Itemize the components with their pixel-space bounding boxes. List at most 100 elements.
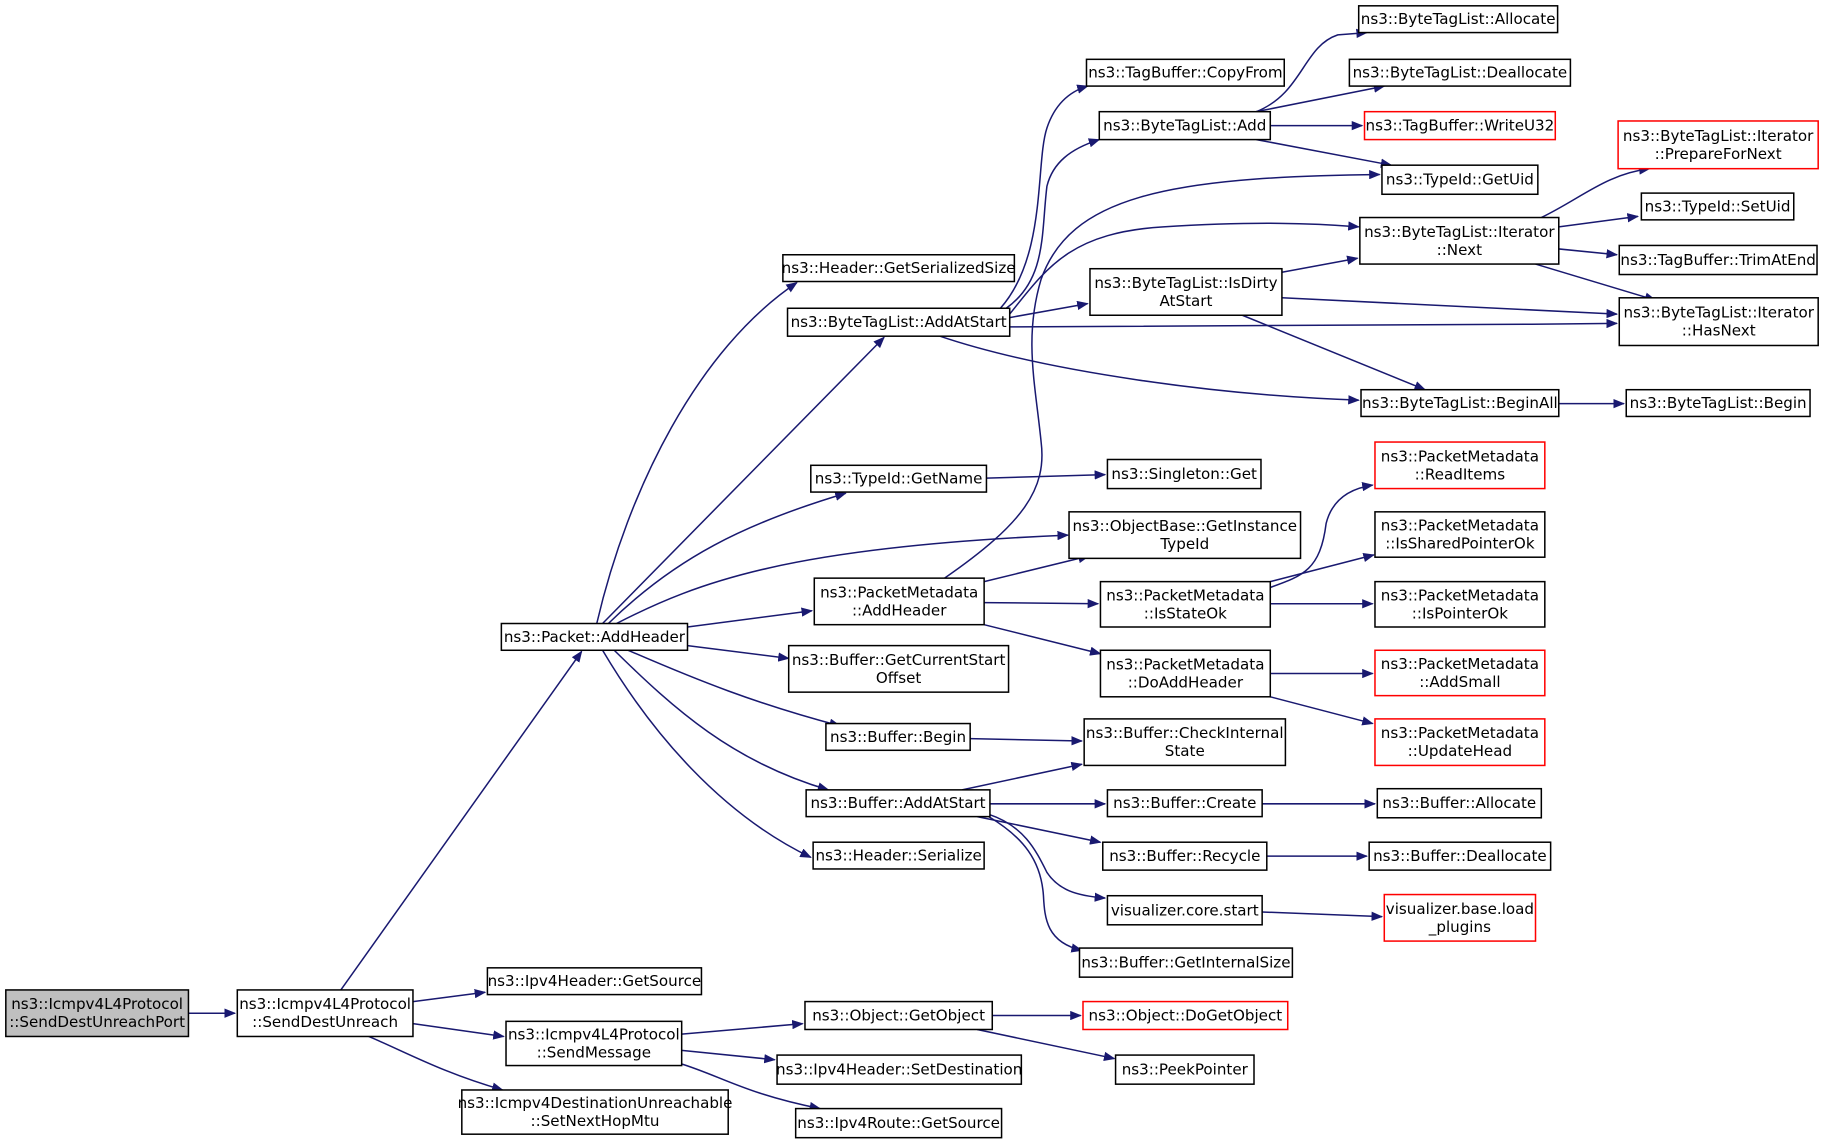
edge-n7-to-n22 [1009,318,1619,329]
function-node[interactable]: ns3::ByteTagList::Allocate [1357,5,1559,34]
function-node[interactable]: ns3::PacketMetadata::IsStateOk [1099,580,1272,628]
edge-n1-to-n3 [412,988,487,1003]
node-label: visualizer.core.start [1111,901,1259,919]
function-node[interactable]: ns3::Ipv4Route::GetSource [794,1107,1003,1139]
function-node[interactable]: ns3::PeekPointer [1114,1054,1255,1085]
edge-n9-to-n30 [984,598,1100,609]
function-node[interactable]: ns3::TypeId::GetName [810,464,988,493]
node-label: ::HasNext [1682,322,1756,340]
node-label: ns3::Buffer::AddAtStart [810,794,985,812]
function-node[interactable]: ns3::PacketMetadata::AddSmall [1374,649,1546,697]
function-node[interactable]: ns3::Buffer::Recycle [1102,841,1268,871]
function-node[interactable]: ns3::Object::GetObject [804,1000,994,1031]
function-node[interactable]: ns3::Buffer::Allocate [1376,787,1543,819]
function-node[interactable]: ns3::Header::Serialize [812,841,985,870]
node-label: ns3::ObjectBase::GetInstance [1072,517,1297,535]
edge-n8-to-n28 [986,470,1107,480]
edge-n15-to-n20 [1256,138,1393,168]
node-label: AtStart [1159,292,1212,310]
edge-n30-to-n33 [1270,552,1375,583]
function-node[interactable]: ns3::Header::GetSerializedSize [782,253,1016,283]
node-label: _plugins [1428,918,1491,937]
function-node[interactable]: ns3::Packet::AddHeader [500,622,689,652]
node-label: ns3::TypeId::GetName [815,470,983,488]
edge-n31-to-n36 [1270,696,1374,726]
node-box [1068,511,1302,560]
function-node[interactable]: ns3::TagBuffer::CopyFrom [1085,58,1286,87]
function-node[interactable]: ns3::TypeId::GetUid [1381,164,1539,196]
function-node[interactable]: ns3::Icmpv4L4Protocol::SendMessage [505,1020,683,1067]
node-box [794,1107,1003,1139]
function-node[interactable]: visualizer.base.load_plugins [1383,893,1537,942]
node-label: ns3::ByteTagList::Deallocate [1353,64,1568,82]
function-node[interactable]: ns3::ByteTagList::BeginAll [1360,388,1560,418]
edge-n12-to-n41 [988,815,1083,953]
node-label: ns3::Icmpv4L4Protocol [11,995,183,1013]
function-node[interactable]: ns3::Object::DoGetObject [1082,1000,1289,1031]
node-label: ns3::Icmpv4L4Protocol [239,995,411,1013]
function-node[interactable]: ns3::PacketMetadata::IsPointerOk [1374,580,1546,628]
function-node[interactable]: ns3::TypeId::SetUid [1640,192,1795,221]
node-label: visualizer.base.load [1386,900,1534,918]
function-node[interactable]: ns3::ByteTagList::Iterator::Next [1359,216,1560,265]
function-node[interactable]: ns3::PacketMetadata::UpdateHead [1374,718,1546,767]
edge-n15-to-n18 [1256,83,1386,113]
node-label: ns3::Buffer::Deallocate [1373,847,1547,865]
node-box [1360,388,1560,418]
node-label: ns3::TypeId::GetUid [1386,171,1534,189]
function-node[interactable]: ns3::ByteTagList::Iterator::HasNext [1618,297,1819,347]
function-node[interactable]: ns3::Buffer::Begin [825,722,971,752]
function-node[interactable]: ns3::PacketMetadata::AddHeader [813,577,985,626]
function-node[interactable]: ns3::Ipv4Header::GetSource [486,967,703,996]
function-node[interactable]: ns3::TagBuffer::WriteU32 [1363,110,1557,141]
node-label: ns3::Header::Serialize [815,847,981,865]
edge-n2-to-n13 [601,649,812,859]
edge-n7-to-n16 [1009,300,1089,319]
function-node[interactable]: ns3::PacketMetadata::IsSharedPointerOk [1374,511,1546,558]
node-label: ns3::Buffer::Recycle [1109,847,1260,865]
edge-n21-to-n25 [1558,213,1640,228]
nodes-layer: ns3::Icmpv4L4Protocol::SendDestUnreachPo… [5,5,1819,1139]
function-node[interactable]: ns3::ByteTagList::Add [1098,110,1272,141]
function-node[interactable]: ns3::Buffer::GetInternalSize [1078,947,1294,978]
function-node[interactable]: ns3::Buffer::AddAtStart [805,789,991,818]
node-box [1348,58,1572,87]
function-node[interactable]: ns3::TagBuffer::TrimAtEnd [1618,244,1818,276]
node-label: ns3::TagBuffer::CopyFrom [1088,64,1282,82]
node-label: ns3::Ipv4Header::GetSource [488,972,702,990]
node-label: ::IsStateOk [1144,604,1227,622]
edge-n9-to-n31 [983,623,1102,656]
node-box [1374,580,1546,628]
function-node[interactable]: visualizer.core.start [1106,894,1263,926]
node-label: ::UpdateHead [1408,742,1512,760]
function-node[interactable]: ns3::Icmpv4L4Protocol::SendDestUnreach [236,989,414,1038]
node-box [1357,5,1559,34]
edge-n21-to-n22 [1535,263,1657,302]
node-label: ns3::ByteTagList::BeginAll [1362,394,1558,412]
edge-n9-to-n29 [983,554,1090,583]
function-node[interactable]: ns3::ByteTagList::Deallocate [1348,58,1572,87]
edge-n45-to-n49 [976,1028,1116,1061]
node-label: ::SendDestUnreach [252,1013,398,1031]
function-node[interactable]: ns3::ByteTagList::Iterator::PrepareForNe… [1617,120,1819,170]
function-node[interactable]: ns3::Buffer::Deallocate [1368,841,1552,871]
node-box [1374,649,1546,697]
function-node[interactable]: ns3::Singleton::Get [1106,458,1262,490]
function-node[interactable]: ns3::PacketMetadata::ReadItems [1374,441,1546,490]
function-node[interactable]: ns3::Ipv4Header::SetDestination [776,1054,1022,1085]
function-node[interactable]: ns3::Icmpv4DestinationUnreachable::SetNe… [458,1089,733,1135]
function-node[interactable]: ns3::Buffer::Create [1106,789,1263,818]
function-node[interactable]: ns3::ByteTagList::AddAtStart [786,307,1011,337]
function-node[interactable]: ns3::ByteTagList::Begin [1625,388,1811,418]
node-box [810,464,988,493]
node-box [505,1020,683,1067]
node-box [1618,244,1818,276]
node-box [786,307,1011,337]
function-node[interactable]: ns3::PacketMetadata::DoAddHeader [1099,649,1272,698]
root-function-node: ns3::Icmpv4L4Protocol::SendDestUnreachPo… [5,989,190,1038]
node-label: ::IsPointerOk [1412,604,1508,622]
